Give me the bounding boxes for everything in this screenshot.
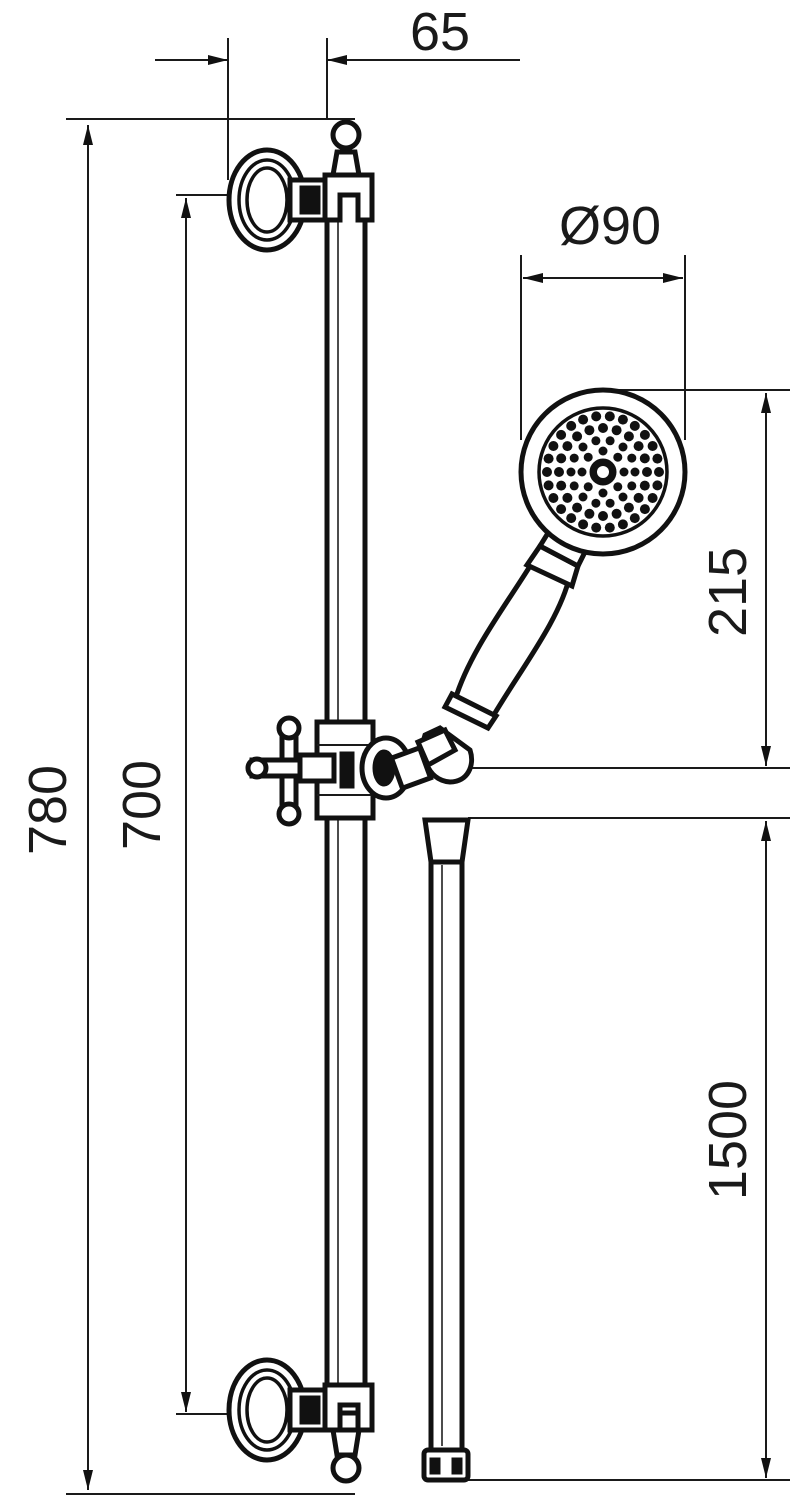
nozzle-dot bbox=[652, 480, 663, 491]
dimension-780: 780 bbox=[18, 118, 355, 1495]
cross-knob bbox=[245, 715, 337, 827]
nozzle-dot bbox=[556, 429, 567, 440]
nozzle-dot bbox=[605, 436, 615, 446]
nozzle-dot bbox=[611, 508, 622, 519]
nozzle-dot bbox=[604, 522, 615, 533]
dimension-label-d90: Ø90 bbox=[559, 196, 661, 256]
nozzle-dot bbox=[629, 420, 640, 431]
hose-tube bbox=[428, 859, 465, 1453]
nozzle-dot bbox=[591, 436, 601, 446]
nozzle-dot bbox=[562, 441, 573, 452]
nozzle-dot bbox=[591, 498, 601, 508]
slider-holder bbox=[245, 715, 434, 827]
swivel-connector bbox=[359, 735, 434, 801]
nozzle-dot bbox=[613, 482, 623, 492]
rail-finial-bottom bbox=[330, 1427, 362, 1484]
nozzle-dot bbox=[583, 452, 593, 462]
nozzle-dot bbox=[577, 467, 587, 477]
dimension-700: 700 bbox=[112, 194, 300, 1415]
nozzle-dot bbox=[556, 480, 567, 491]
nozzle-dot bbox=[578, 442, 588, 452]
nozzle-dot bbox=[627, 453, 637, 463]
nozzle-dot bbox=[605, 498, 615, 508]
nozzle-dot bbox=[569, 453, 579, 463]
dimension-215: 215 bbox=[470, 389, 790, 769]
nozzle-dot bbox=[652, 453, 663, 464]
nozzle-dot bbox=[583, 482, 593, 492]
nozzle-dot bbox=[554, 467, 564, 477]
hose-cone-nut bbox=[422, 817, 471, 865]
nozzle-dot bbox=[617, 414, 628, 425]
nozzle-dot bbox=[548, 441, 559, 451]
nozzle-dot bbox=[642, 467, 652, 477]
nozzle-dot bbox=[562, 492, 573, 503]
dimension-label-1500: 1500 bbox=[698, 1080, 758, 1200]
nozzle-dot bbox=[654, 467, 664, 477]
dimension-label-215: 215 bbox=[698, 547, 758, 637]
nozzle-dot bbox=[572, 431, 583, 442]
wall-bracket-top bbox=[226, 147, 375, 253]
nozzle-dot bbox=[639, 453, 650, 464]
nozzle-dot bbox=[598, 511, 608, 521]
nozzle-dot bbox=[598, 488, 608, 498]
dimension-d90: Ø90 bbox=[520, 196, 686, 440]
nozzle-dot bbox=[542, 467, 552, 477]
nozzle-dot bbox=[611, 425, 622, 436]
nozzle-dot bbox=[633, 492, 644, 503]
nozzle-dot bbox=[639, 429, 650, 440]
hand-shower bbox=[414, 387, 688, 785]
nozzle-dot bbox=[543, 480, 554, 491]
shower-hose bbox=[421, 817, 471, 1483]
dimension-label-780: 780 bbox=[18, 765, 78, 855]
nozzle-dot bbox=[566, 467, 576, 477]
dimension-label-700: 700 bbox=[112, 760, 172, 850]
nozzle-dot bbox=[591, 522, 602, 533]
nozzle-dot bbox=[569, 481, 579, 491]
nozzle-dot bbox=[556, 504, 567, 515]
dimension-65: 65 bbox=[155, 2, 520, 180]
nozzle-dot bbox=[578, 492, 588, 502]
nozzle-dot bbox=[598, 446, 608, 456]
nozzle-dot bbox=[639, 480, 650, 491]
rail-finial-top bbox=[330, 119, 362, 178]
nozzle-dot bbox=[617, 519, 628, 530]
nozzle-dot bbox=[598, 423, 608, 433]
nozzle-dot bbox=[627, 481, 637, 491]
nozzle-dot bbox=[630, 467, 640, 477]
dimension-1500: 1500 bbox=[468, 817, 790, 1481]
nozzle-dot bbox=[647, 493, 658, 503]
nozzle-dot bbox=[566, 420, 577, 431]
nozzle-dot bbox=[572, 502, 583, 513]
dimension-label-65: 65 bbox=[410, 2, 470, 62]
nozzle-dot bbox=[578, 414, 589, 425]
nozzle-dot bbox=[591, 411, 602, 422]
nozzle-dot bbox=[633, 441, 644, 452]
wall-bracket-bottom bbox=[226, 1357, 375, 1463]
hand-shower-handle bbox=[451, 554, 573, 722]
nozzle-dot bbox=[647, 441, 658, 451]
nozzle-dot bbox=[584, 508, 595, 519]
nozzle-dot bbox=[604, 411, 615, 422]
nozzle-dot bbox=[578, 519, 589, 530]
nozzle-dot bbox=[548, 493, 559, 503]
nozzle-dot bbox=[623, 431, 634, 442]
nozzle-dot bbox=[629, 513, 640, 524]
nozzle-dot bbox=[543, 453, 554, 464]
shower-nozzles bbox=[542, 411, 664, 533]
nozzle-dot bbox=[623, 502, 634, 513]
nozzle-dot bbox=[618, 442, 628, 452]
nozzle-dot bbox=[639, 504, 650, 515]
nozzle-dot bbox=[619, 467, 629, 477]
nozzle-dot bbox=[618, 492, 628, 502]
nozzle-dot bbox=[556, 453, 567, 464]
nozzle-dot bbox=[584, 425, 595, 436]
nozzle-dot bbox=[566, 513, 577, 524]
nozzle-dot bbox=[613, 452, 623, 462]
